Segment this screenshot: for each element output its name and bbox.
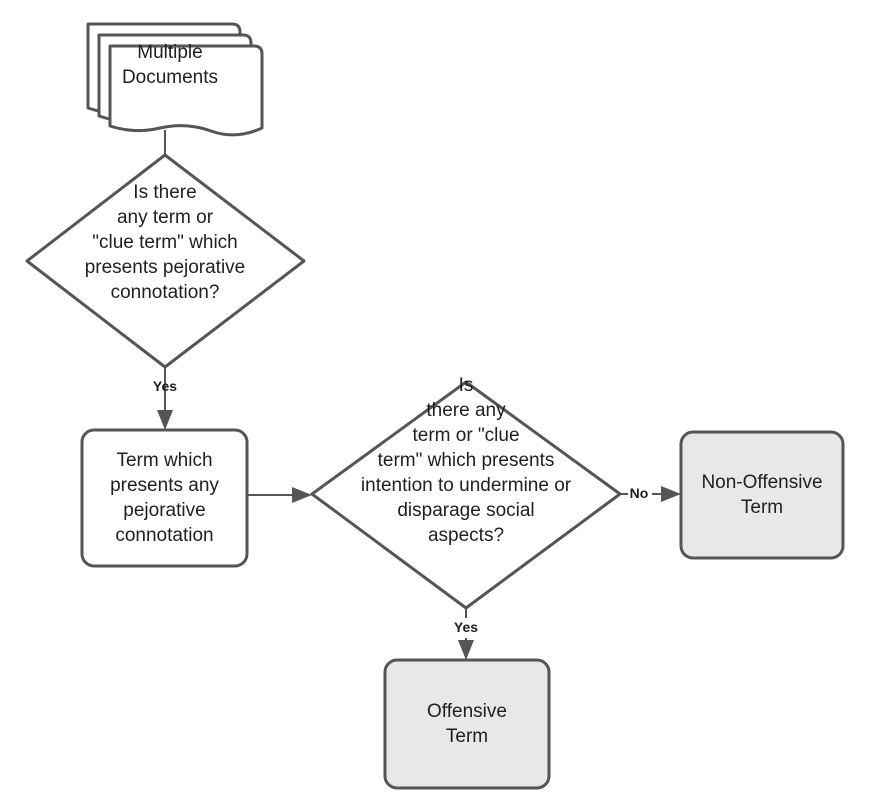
edge-decision-intention-to-offensive xyxy=(458,608,474,660)
arrowhead-icon xyxy=(661,486,681,502)
arrowhead-icon xyxy=(292,487,312,503)
node-decision-pejorative[interactable] xyxy=(25,153,306,369)
arrowhead-icon xyxy=(458,640,474,660)
document-stack-sheet-front xyxy=(108,44,264,137)
edge-decision-intention-to-non-offensive xyxy=(620,486,681,502)
node-offensive-term[interactable] xyxy=(383,658,551,790)
node-decision-intention[interactable] xyxy=(310,380,622,610)
node-non-offensive-term[interactable] xyxy=(679,430,845,560)
edge-label-no-intention: No xyxy=(629,485,649,501)
rounded-rect-shape xyxy=(80,428,249,568)
node-term-pejorative[interactable] xyxy=(80,428,249,568)
edge-term-to-decision-intention xyxy=(247,487,312,503)
edge-decision-pejorative-to-term xyxy=(157,367,173,430)
arrowhead-icon xyxy=(157,410,173,430)
diamond-shape xyxy=(25,153,306,369)
node-multiple-documents[interactable] xyxy=(86,22,264,137)
edge-label-yes-pejorative: Yes xyxy=(152,378,178,394)
edge-label-yes-intention: Yes xyxy=(453,619,479,635)
rounded-rect-shape xyxy=(383,658,551,790)
diamond-shape xyxy=(310,380,622,610)
rounded-rect-shape xyxy=(679,430,845,560)
